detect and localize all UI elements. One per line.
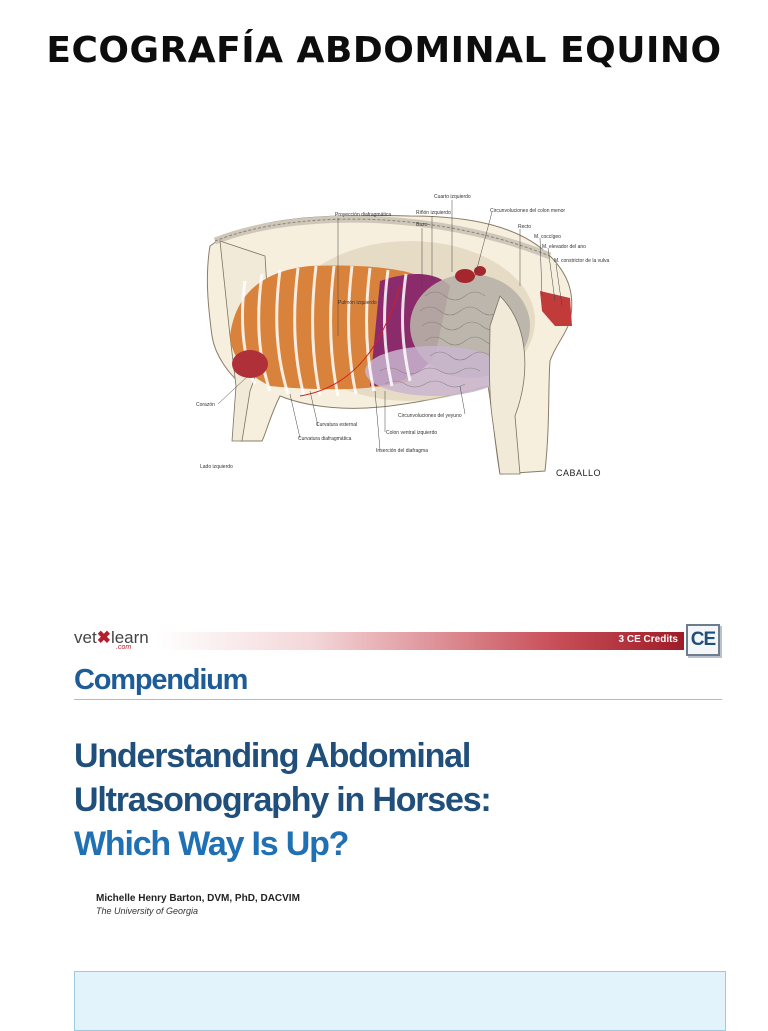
journal-name: Compendium — [74, 664, 248, 696]
label-lado-izquierdo: Lado izquierdo — [200, 464, 233, 470]
slide-title: ECOGRAFÍA ABDOMINAL EQUINO — [46, 30, 722, 71]
label-proyeccion-diafragmatica: Proyección diafragmática — [335, 212, 391, 218]
article-title-line-2: Ultrasonography in Horses: — [74, 781, 492, 819]
label-rinon-izquierdo: Riñón izquierdo — [416, 210, 451, 216]
horse-anatomy-illustration: Cuarto izquierdo Proyección diafragmátic… — [170, 186, 620, 486]
vetlearn-logo-x-icon: ✖ — [96, 628, 111, 647]
article-title-line-1: Understanding Abdominal — [74, 737, 471, 775]
ce-credits-text: 3 CE Credits — [618, 634, 678, 645]
ce-badge: CE — [686, 624, 720, 656]
label-pulmon-izquierdo: Pulmón izquierdo — [338, 300, 377, 306]
abstract-box — [74, 971, 726, 1031]
journal-header-bar: vet✖learn .com 3 CE Credits CE — [74, 624, 722, 660]
vetlearn-logo: vet✖learn .com — [74, 628, 149, 651]
label-circunvoluciones-yeyuno: Circunvoluciones del yeyuno — [398, 413, 462, 419]
author-name: Michelle Henry Barton, DVM, PhD, DACVIM — [96, 893, 300, 904]
label-recto: Recto — [518, 224, 531, 230]
label-caballo: CABALLO — [556, 468, 601, 478]
label-circunvoluciones-colon: Circunvoluciones del colon menor — [490, 208, 565, 214]
label-m-constrictor: M. constrictor de la vulva — [554, 258, 610, 264]
vetlearn-logo-vet: vet — [74, 628, 97, 647]
label-insercion-diafragma: Inserción del diafragma — [376, 448, 428, 454]
horse-anatomy-drawing: Cuarto izquierdo Proyección diafragmátic… — [196, 194, 610, 478]
article-title: Understanding Abdominal Ultrasonography … — [74, 734, 674, 866]
author-affiliation: The University of Georgia — [96, 906, 199, 916]
label-m-coccigeo: M. coccígeo — [534, 234, 561, 240]
header-divider — [74, 699, 722, 700]
header-gradient-bar — [156, 632, 684, 650]
label-cuarto-izquierdo: Cuarto izquierdo — [434, 194, 471, 200]
label-corazon: Corazón — [196, 402, 215, 408]
label-colon-ventral: Colon ventral izquierdo — [386, 430, 437, 436]
article-title-line-3: Which Way Is Up? — [74, 825, 349, 863]
label-bazo: Bazo — [416, 222, 428, 228]
vetlearn-logo-learn: learn — [110, 628, 149, 647]
vetlearn-logo-com: .com — [116, 644, 132, 651]
label-curvatura-esternal: Curvatura esternal — [316, 422, 357, 428]
label-curvatura-diafragmatica: Curvatura diafragmática — [298, 436, 352, 442]
label-m-elevador: M. elevador del ano — [542, 244, 586, 250]
